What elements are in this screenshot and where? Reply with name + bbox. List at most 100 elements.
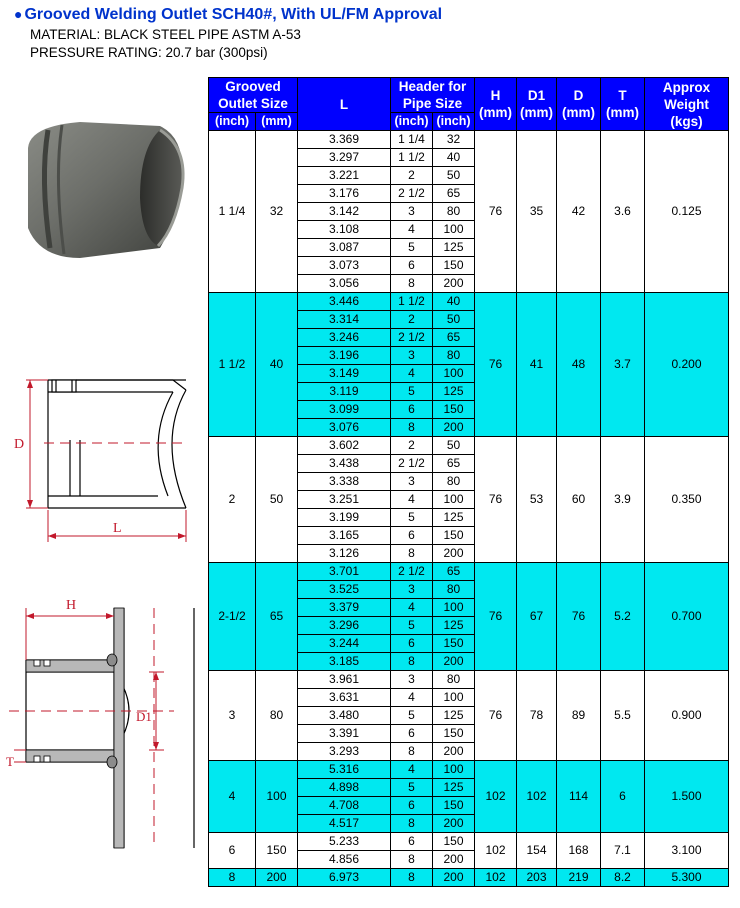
- l-cell: 3.246: [297, 328, 391, 347]
- pipe-mm-cell: 200: [431, 544, 476, 563]
- l-cell: 3.076: [297, 418, 391, 437]
- l-cell: 3.296: [297, 616, 391, 635]
- pipe-inch-cell: 4: [390, 220, 433, 239]
- header-t: T: [618, 88, 627, 103]
- weight-cell: 0.125: [644, 130, 730, 293]
- unit-pipe-inch: (inch): [431, 112, 476, 131]
- pressure-line: PRESSURE RATING: 20.7 bar (300psi): [30, 45, 268, 60]
- l-cell: 6.973: [297, 868, 391, 887]
- l-cell: 3.297: [297, 148, 391, 167]
- pipe-mm-cell: 65: [431, 328, 476, 347]
- l-cell: 3.480: [297, 706, 391, 725]
- pipe-inch-cell: 2: [390, 436, 433, 455]
- pipe-mm-cell: 200: [431, 652, 476, 671]
- l-cell: 3.108: [297, 220, 391, 239]
- l-cell: 4.708: [297, 796, 391, 815]
- pipe-mm-cell: 80: [431, 670, 476, 689]
- header-d1: D1: [527, 88, 546, 103]
- l-cell: 3.099: [297, 400, 391, 419]
- l-cell: 3.244: [297, 634, 391, 653]
- unit-outlet-mm: (mm): [255, 112, 298, 131]
- header-d-col: D(mm): [556, 77, 602, 131]
- l-cell: 4.856: [297, 850, 391, 869]
- pipe-inch-cell: 5: [390, 382, 433, 401]
- header-pipe-size: Header for Pipe Size: [389, 77, 476, 113]
- pipe-mm-cell: 50: [431, 310, 476, 329]
- pipe-mm-cell: 65: [431, 184, 476, 203]
- t-cell: 5.2: [600, 562, 646, 671]
- unit-row: (inch) (mm) (inch) (inch) (mm): [208, 112, 740, 131]
- pipe-inch-cell: 5: [390, 778, 433, 797]
- pipe-mm-cell: 150: [431, 400, 476, 419]
- pipe-mm-cell: 150: [431, 256, 476, 275]
- pipe-inch-cell: 6: [390, 256, 433, 275]
- pipe-mm-cell: 200: [431, 868, 476, 887]
- pipe-mm-cell: 150: [431, 634, 476, 653]
- pipe-inch-cell: 2: [390, 310, 433, 329]
- l-cell: 3.338: [297, 472, 391, 491]
- pipe-mm-cell: 150: [431, 796, 476, 815]
- pipe-inch-cell: 5: [390, 616, 433, 635]
- pipe-inch-cell: 8: [390, 274, 433, 293]
- unit-t: (mm): [606, 105, 640, 120]
- l-cell: 3.446: [297, 292, 391, 311]
- t-cell: 7.1: [600, 832, 646, 869]
- outlet-section-diagram: H D1 T: [6, 598, 195, 849]
- pipe-inch-cell: 4: [390, 688, 433, 707]
- product-photo: [28, 122, 185, 258]
- outlet-inch-cell: 8: [208, 868, 256, 887]
- l-cell: 3.185: [297, 652, 391, 671]
- pipe-mm-cell: 65: [431, 562, 476, 581]
- d-cell: 60: [556, 436, 602, 563]
- outlet-mm-cell: 40: [255, 292, 298, 437]
- pipe-mm-cell: 100: [431, 364, 476, 383]
- d-cell: 168: [556, 832, 602, 869]
- bullet-icon: ●: [14, 6, 23, 22]
- pipe-inch-cell: 5: [390, 508, 433, 527]
- title-text: Grooved Welding Outlet SCH40#, With UL/F…: [24, 6, 443, 23]
- pipe-mm-cell: 200: [431, 274, 476, 293]
- unit-d1: (mm): [520, 105, 554, 120]
- outlet-inch-cell: 2: [208, 436, 256, 563]
- h-cell: 102: [474, 760, 518, 833]
- header-d1-col: D1 (mm): [516, 77, 558, 131]
- d-cell: 48: [556, 292, 602, 437]
- header-t-col: T (mm): [600, 77, 646, 131]
- l-cell: 3.165: [297, 526, 391, 545]
- t-cell: 3.7: [600, 292, 646, 437]
- weight-cell: 3.100: [644, 832, 730, 869]
- pipe-mm-cell: 100: [431, 220, 476, 239]
- unit-l-inch: (inch): [390, 112, 433, 131]
- header-d: D: [573, 88, 584, 103]
- pipe-mm-cell: 100: [431, 490, 476, 509]
- pipe-inch-cell: 3: [390, 580, 433, 599]
- pipe-inch-cell: 4: [390, 760, 433, 779]
- h-cell: 76: [474, 670, 518, 761]
- pipe-inch-cell: 3: [390, 472, 433, 491]
- pipe-mm-cell: 50: [431, 436, 476, 455]
- outlet-inch-cell: 2-1/2: [208, 562, 256, 671]
- l-cell: 3.119: [297, 382, 391, 401]
- d-cell: 219: [556, 868, 602, 887]
- t-cell: 6: [600, 760, 646, 833]
- h-cell: 102: [474, 868, 518, 887]
- l-cell: 3.293: [297, 742, 391, 761]
- outlet-mm-cell: 32: [255, 130, 298, 293]
- pipe-mm-cell: 125: [431, 616, 476, 635]
- l-cell: 5.316: [297, 760, 391, 779]
- outlet-mm-cell: 50: [255, 436, 298, 563]
- t-cell: 8.2: [600, 868, 646, 887]
- pipe-inch-cell: 1 1/4: [390, 130, 433, 149]
- d1-cell: 154: [516, 832, 558, 869]
- d1-cell: 53: [516, 436, 558, 563]
- pipe-inch-cell: 8: [390, 814, 433, 833]
